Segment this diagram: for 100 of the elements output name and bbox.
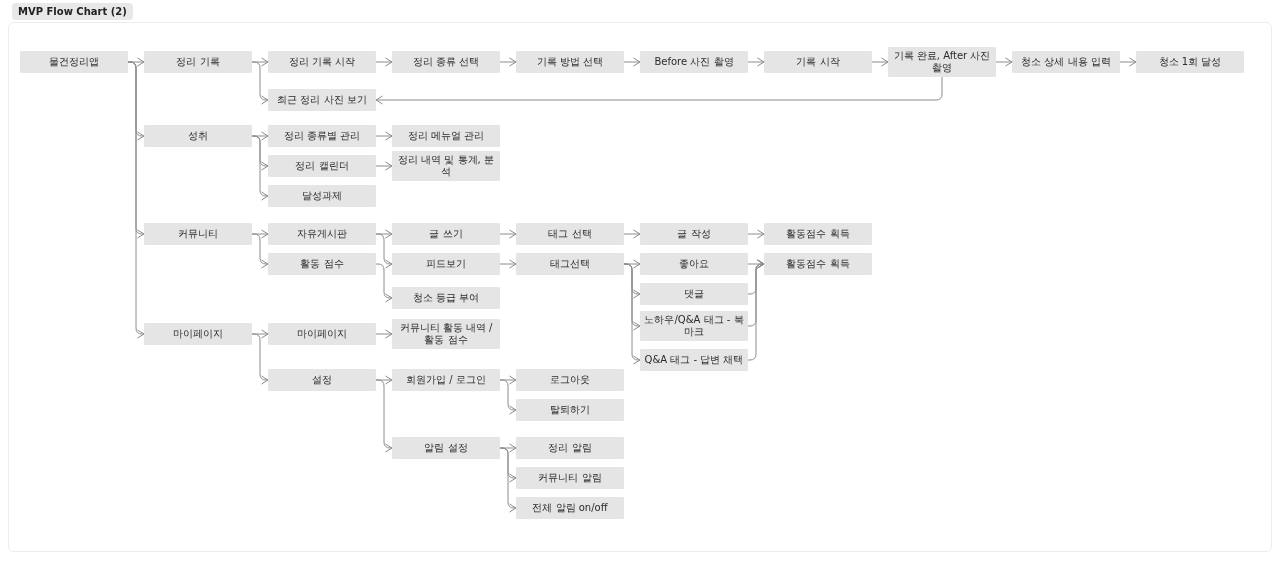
process-box — [268, 125, 376, 147]
node-label: 알림 설정 — [424, 442, 468, 454]
node-label: 정리 캘린더 — [295, 160, 349, 172]
arrow — [375, 233, 393, 269]
arrow — [623, 57, 641, 67]
process-box — [144, 323, 252, 345]
node-label: 태그 선택 — [548, 228, 592, 240]
arrow — [251, 233, 269, 269]
node-label: 설정 — [312, 374, 332, 386]
node-label: 활동점수 획득 — [786, 258, 850, 270]
node-label: 글 쓰기 — [429, 228, 463, 240]
arrow — [375, 57, 393, 67]
node-label: 성취 — [188, 130, 208, 142]
process-box — [516, 399, 624, 421]
node-label: 마이페이지 — [297, 328, 347, 340]
node-label: 정리 기록 — [176, 56, 220, 68]
node-label: 활동 점수 — [300, 258, 344, 270]
arrow — [499, 447, 517, 513]
process-box — [640, 51, 748, 73]
process-box — [1012, 51, 1120, 73]
arrow — [251, 61, 269, 105]
node-label: 좋아요 — [679, 258, 709, 270]
node-label: 기록 시작 — [796, 56, 840, 68]
node-label: 정리 알림 — [548, 442, 592, 454]
process-box — [764, 51, 872, 73]
arrow — [375, 161, 393, 171]
process-box — [268, 155, 376, 177]
node-label: 기록 방법 선택 — [536, 56, 604, 68]
arrow — [747, 229, 765, 239]
process-box — [144, 223, 252, 245]
process-box — [640, 253, 748, 275]
process-box — [268, 89, 376, 111]
node-label: 커뮤니티 — [178, 228, 218, 240]
process-box — [144, 125, 252, 147]
process-box — [640, 349, 748, 371]
node-label: 마이페이지 — [173, 328, 223, 340]
node-label: Before 사진 촬영 — [654, 56, 734, 68]
process-box — [640, 223, 748, 245]
process-box — [516, 437, 624, 459]
process-box — [516, 497, 624, 519]
arrow — [623, 229, 641, 239]
arrow — [623, 263, 641, 365]
process-box — [392, 369, 500, 391]
process-box — [1136, 51, 1244, 73]
process-box — [764, 253, 872, 275]
node-label: 회원가입 / 로그인 — [406, 374, 486, 386]
node-label: 전체 알림 on/off — [532, 502, 608, 514]
arrow — [375, 329, 393, 339]
node-label: 최근 정리 사진 보기 — [277, 94, 367, 106]
arrow — [747, 57, 765, 67]
process-box — [268, 223, 376, 245]
process-box — [392, 437, 500, 459]
node-label: 정리 종류 선택 — [412, 56, 480, 68]
node-label: 댓글 — [684, 288, 704, 300]
process-box — [392, 125, 500, 147]
process-box — [392, 319, 500, 349]
arrow — [1119, 57, 1137, 67]
process-box — [268, 253, 376, 275]
node-label: Q&A 태그 - 답변 채택 — [644, 354, 744, 366]
process-box — [268, 369, 376, 391]
node-label: 노하우/Q&A 태그 - 북마크 — [644, 314, 744, 338]
arrow — [871, 57, 889, 67]
process-box — [392, 51, 500, 73]
arrow — [499, 259, 517, 269]
arrow — [499, 57, 517, 67]
node-label: 정리 내역 및 통계, 분석 — [397, 154, 495, 178]
node-label: 탈퇴하기 — [550, 404, 590, 416]
process-box — [516, 223, 624, 245]
arrow — [127, 61, 145, 339]
process-box — [392, 287, 500, 309]
arrow — [375, 131, 393, 141]
process-box — [268, 185, 376, 207]
node-label: 물건정리앱 — [49, 56, 99, 68]
arrow — [499, 379, 517, 415]
arrow — [995, 57, 1013, 67]
node-label: 자유게시판 — [297, 228, 347, 240]
node-label: 기록 완료, After 사진 촬영 — [892, 50, 992, 74]
node-label: 정리 메뉴얼 관리 — [407, 130, 485, 142]
arrow — [251, 135, 269, 201]
arrow — [499, 229, 517, 239]
node-label: 청소 1회 달성 — [1158, 56, 1222, 68]
arrow — [375, 379, 393, 453]
node-label: 커뮤니티 알림 — [538, 472, 602, 484]
process-box — [516, 467, 624, 489]
process-box — [516, 51, 624, 73]
node-label: 활동점수 획득 — [786, 228, 850, 240]
arrow — [375, 76, 943, 105]
node-label: 커뮤니티 활동 내역 / 활동 점수 — [398, 322, 494, 346]
node-label: 정리 기록 시작 — [288, 56, 356, 68]
process-box — [392, 253, 500, 275]
process-box — [516, 369, 624, 391]
title-tab: MVP Flow Chart (2) — [12, 3, 133, 20]
arrow — [251, 333, 269, 385]
node-label: 피드보기 — [426, 258, 466, 270]
node-label: 달성과제 — [302, 190, 342, 202]
process-box — [268, 323, 376, 345]
process-box — [640, 283, 748, 305]
node-label: 태그선택 — [550, 258, 590, 270]
process-box — [20, 51, 128, 73]
arrow — [375, 263, 393, 303]
